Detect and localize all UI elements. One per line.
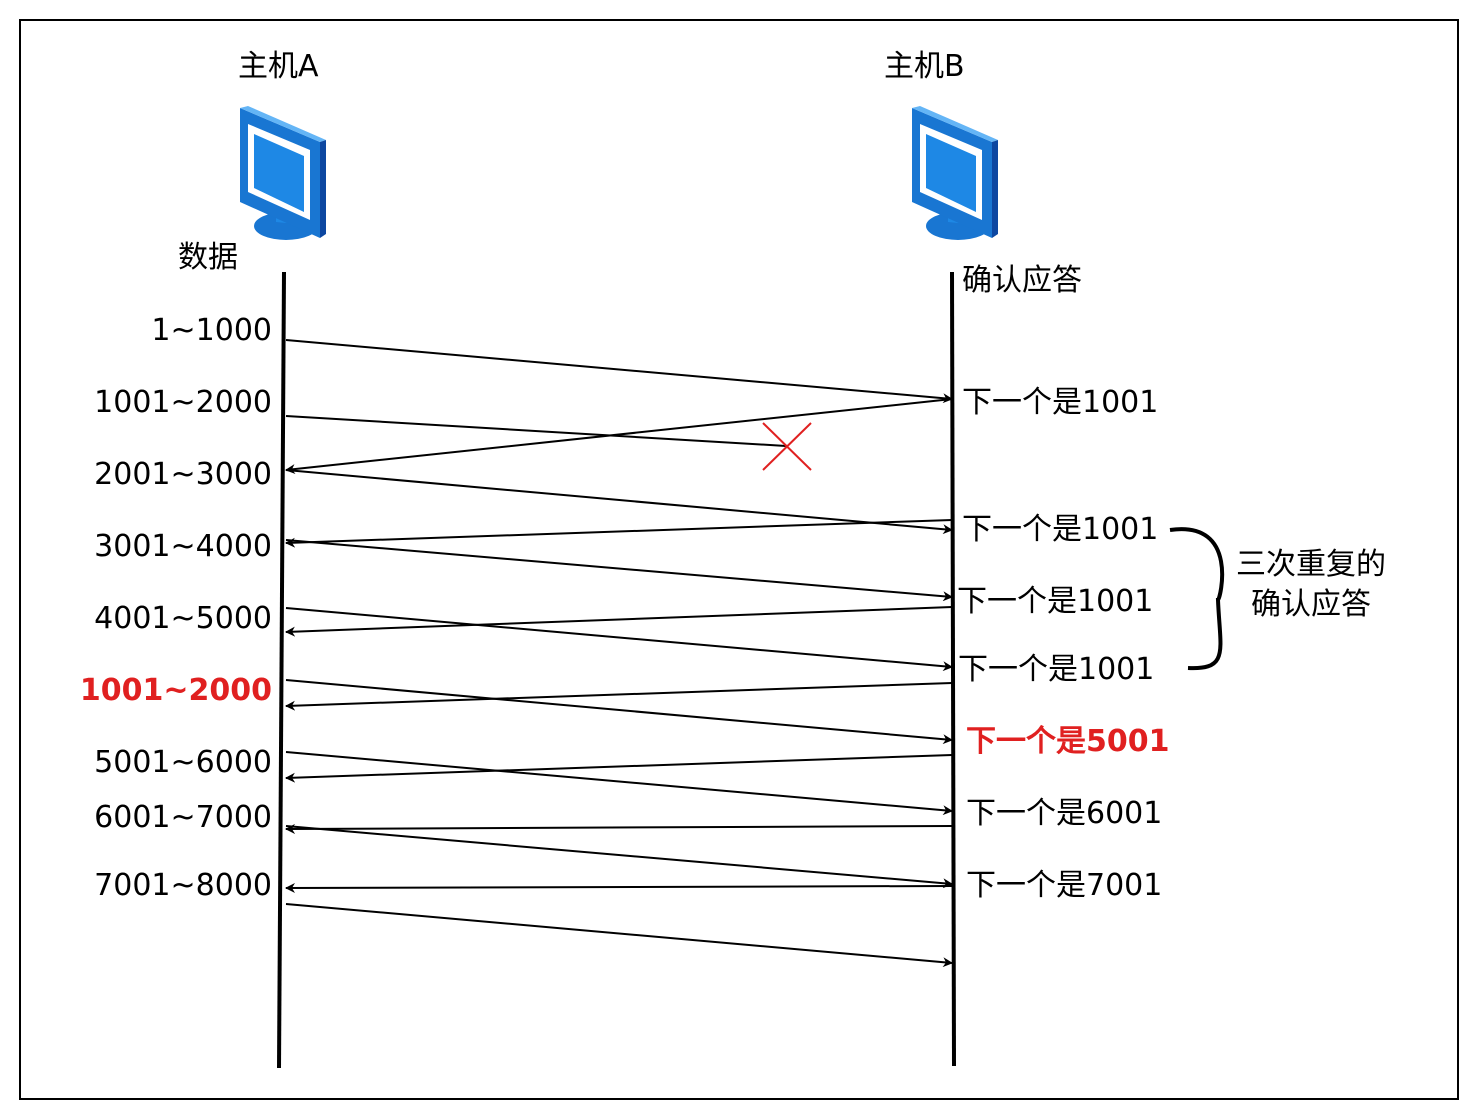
host-a-timeline [277,271,286,1069]
ack-label: 下一个是1001 [962,385,1159,420]
ack-arrow [285,606,953,637]
data-arrow [285,825,953,889]
segment-label: 6001~7000 [94,800,272,835]
host-b-timeline [950,271,956,1067]
ack-column-title: 确认应答 [962,263,1082,298]
ack-label: 下一个是7001 [966,868,1163,903]
segment-label: 4001~5000 [94,601,272,636]
ack-arrow [285,882,953,893]
brace-bracket [1169,527,1225,671]
segment-label: 1~1000 [151,313,272,348]
ack-arrow [285,398,953,475]
data-arrow [285,607,953,672]
segment-label: 3001~4000 [94,529,272,564]
computer-monitor-icon [912,106,998,240]
brace-note-line1: 三次重复的 [1236,547,1386,582]
data-arrow [285,539,953,602]
ack-arrow [285,519,953,548]
host-b-label: 主机B [884,49,965,84]
data-arrow [285,679,953,745]
data-arrow [285,903,953,968]
ack-label: 下一个是6001 [966,796,1163,831]
data-column-title: 数据 [178,240,238,275]
data-arrow [285,751,953,816]
ack-arrow [285,823,953,834]
segment-label: 7001~8000 [94,868,272,903]
ack-label: 下一个是1001 [957,584,1154,619]
diagram-frame [19,19,1459,1100]
segment-label: 1001~2000 [79,673,272,708]
x-mark-icon [762,422,812,471]
segment-label: 2001~3000 [94,457,272,492]
data-arrow [285,469,953,535]
brace-note-line2: 确认应答 [1251,587,1371,622]
ack-label: 下一个是1001 [958,652,1155,687]
ack-arrow [285,682,953,711]
computer-monitor-icon [240,106,326,240]
ack-arrow [285,754,953,783]
ack-label: 下一个是1001 [962,512,1159,547]
segment-label: 5001~6000 [94,745,272,780]
lost-data-arrow [285,415,787,447]
segment-label: 1001~2000 [94,385,272,420]
host-a-label: 主机A [238,49,319,84]
data-arrow [285,339,953,404]
ack-label: 下一个是5001 [966,724,1170,759]
